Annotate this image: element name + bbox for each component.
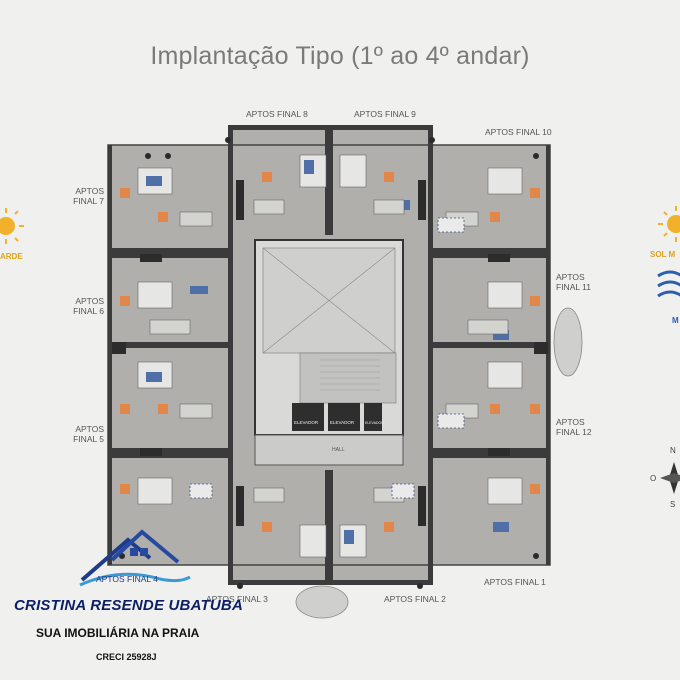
sea-waves-icon (657, 270, 680, 298)
elevator-label-3: ELEVADOR (365, 421, 384, 425)
page-title: Implantação Tipo (1º ao 4º andar) (150, 42, 530, 70)
brand-tagline: SUA IMOBILIÁRIA NA PRAIA (36, 626, 200, 640)
label-aptos-final-6-line2: FINAL 6 (73, 306, 104, 316)
label-aptos-final-5-line1: APTOS (75, 424, 104, 434)
label-aptos-final-4: APTOS FINAL 4 (96, 574, 158, 584)
hall-label: HALL (332, 447, 345, 453)
label-aptos-final-12-line1: APTOS (556, 417, 585, 427)
label-aptos-final-11-line1: APTOS (556, 272, 585, 282)
sun-left-icon (0, 208, 24, 244)
elevator-1 (292, 403, 324, 431)
label-aptos-final-7: APTOS FINAL 7 (66, 186, 104, 206)
label-aptos-final-3: APTOS FINAL 3 (206, 594, 268, 604)
label-aptos-final-9: APTOS FINAL 9 (354, 109, 416, 119)
label-aptos-final-2: APTOS FINAL 2 (384, 594, 446, 604)
central-atrium (254, 239, 404, 466)
compass-south: S (670, 500, 676, 509)
label-aptos-final-12: APTOS FINAL 12 (556, 417, 592, 437)
elevator-label-1: ELEVADOR (294, 420, 319, 425)
sea-label: M (672, 316, 679, 325)
walls (108, 125, 550, 585)
label-aptos-final-1: APTOS FINAL 1 (484, 577, 546, 587)
brand-creci: CRECI 25928J (96, 652, 157, 662)
elevator-label-2: ELEVADOR (330, 420, 355, 425)
label-aptos-final-7-line1: APTOS (75, 186, 104, 196)
label-aptos-final-6: APTOS FINAL 6 (66, 296, 104, 316)
compass-north: N (670, 446, 676, 455)
label-aptos-final-5-line2: FINAL 5 (73, 434, 104, 444)
label-aptos-final-11: APTOS FINAL 11 (556, 272, 591, 292)
label-aptos-final-10: APTOS FINAL 10 (485, 127, 552, 137)
elevator-2 (328, 403, 360, 431)
elevator-3 (364, 403, 382, 431)
label-aptos-final-11-line2: FINAL 11 (556, 282, 591, 292)
sun-right-icon (658, 206, 680, 242)
label-aptos-final-12-line2: FINAL 12 (556, 427, 592, 437)
label-aptos-final-8: APTOS FINAL 8 (246, 109, 308, 119)
plant-dots (119, 137, 539, 589)
sun-afternoon-label: ARDE (0, 252, 23, 261)
garden-shrubs (295, 307, 583, 619)
compass-west: O (650, 474, 657, 483)
label-aptos-final-7-line2: FINAL 7 (73, 196, 104, 206)
logo-house-icon (79, 529, 191, 587)
brand-name: CRISTINA RESENDE UBATUBA (14, 597, 243, 614)
label-aptos-final-5: APTOS FINAL 5 (66, 424, 104, 444)
sun-morning-label: SOL M (650, 250, 676, 259)
label-aptos-final-6-line1: APTOS (75, 296, 104, 306)
apartment-furniture (112, 154, 548, 558)
compass-icon (660, 462, 680, 494)
